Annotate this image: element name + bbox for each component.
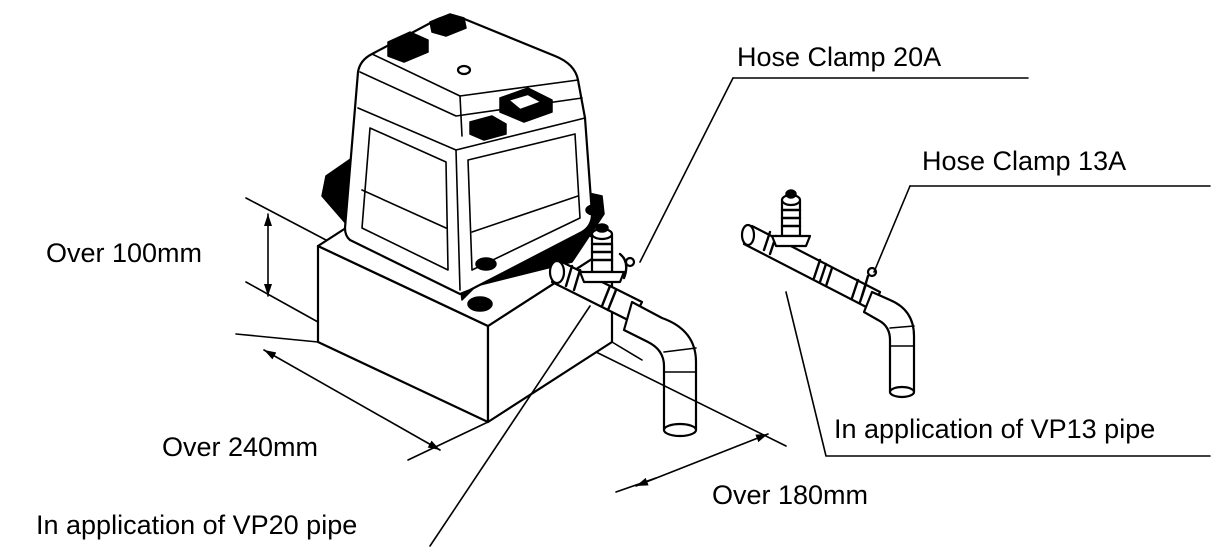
vp13-pipe-assembly xyxy=(740,189,916,399)
label-hose-clamp-13a: Hose Clamp 13A xyxy=(922,146,1126,176)
air-pump-body xyxy=(321,13,605,312)
label-over-240mm: Over 240mm xyxy=(162,432,318,462)
label-over-100mm: Over 100mm xyxy=(46,238,202,268)
label-over-180mm: Over 180mm xyxy=(712,480,868,510)
vp20-pipe-assembly xyxy=(548,223,698,438)
label-vp13-pipe: In application of VP13 pipe xyxy=(834,414,1155,444)
dimension-lines xyxy=(235,197,787,493)
label-hose-clamp-20a: Hose Clamp 20A xyxy=(737,42,941,72)
leader-lines xyxy=(429,77,1211,547)
label-vp20-pipe: In application of VP20 pipe xyxy=(36,510,357,540)
